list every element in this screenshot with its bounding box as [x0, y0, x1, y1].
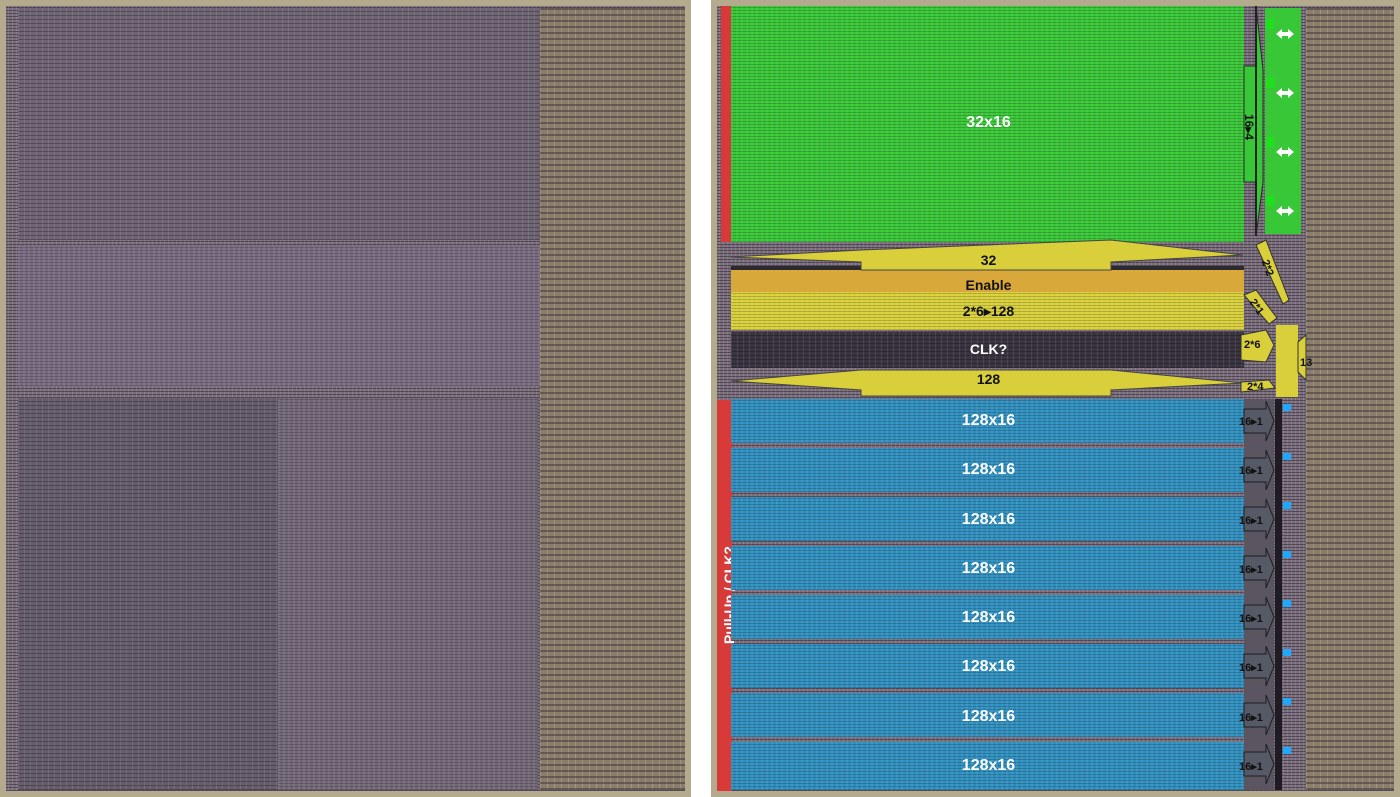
- ram-mux-label: 16▸1: [1239, 515, 1263, 527]
- ram-array-raw-left: [18, 398, 278, 790]
- addr-2x4-arrow: [1240, 379, 1276, 393]
- decoder-label: 2*6▸128: [962, 303, 1015, 319]
- ram-label: 128x16: [961, 511, 1016, 528]
- ram-mux-label: 16▸1: [1239, 465, 1263, 477]
- rom-array-raw: [18, 8, 543, 240]
- logic-column: [1306, 8, 1400, 790]
- ram-block: [731, 595, 1244, 639]
- ram-mux-label: 16▸1: [1239, 662, 1263, 674]
- ram-label: 128x16: [961, 412, 1016, 429]
- logic-column-raw: [540, 8, 685, 790]
- ram-mux-label: 16▸1: [1239, 712, 1263, 724]
- decoder-area-raw: [18, 246, 598, 386]
- rom-io-marker: [1266, 19, 1274, 29]
- bus-128-label: 128: [976, 371, 1001, 387]
- ram-block: [731, 497, 1244, 541]
- bus-32-label: 32: [980, 252, 997, 268]
- die-photo-annotated: Pull-Up / CLK? 32x16 Enable 2*6▸128 CLK?…: [711, 0, 1400, 797]
- addr-2x6-label: 2*6: [1244, 339, 1261, 351]
- addr-2x1-arrow: [1243, 289, 1278, 325]
- bus-128-arrow: [730, 369, 1244, 397]
- ram-label: 128x16: [961, 757, 1016, 774]
- ram-label: 128x16: [961, 609, 1016, 626]
- clk-label: CLK?: [969, 341, 1008, 357]
- enable-label: Enable: [965, 277, 1012, 293]
- rom-io-marker: [1266, 196, 1274, 206]
- annotation-overlay: [730, 5, 1307, 785]
- enable-bar: [731, 270, 1244, 292]
- rom-mux-label: 16▸4: [1242, 113, 1257, 141]
- ram-io-marker: [1283, 404, 1291, 754]
- ram-block: [731, 644, 1244, 688]
- decoder-block: [731, 292, 1244, 330]
- ram-block: [731, 399, 1244, 443]
- ram-label: 128x16: [961, 658, 1016, 675]
- ram-array-raw-right: [278, 398, 538, 790]
- pullup-strip-lower: [716, 400, 732, 792]
- rom-label: 32x16: [966, 114, 1011, 131]
- addr-2x2-arrow: [1255, 239, 1290, 305]
- ram-mux-label: 16▸1: [1239, 564, 1263, 576]
- ram-block: [731, 448, 1244, 492]
- ram-block: [731, 742, 1244, 790]
- addr-2x4-label: 2*4: [1247, 381, 1264, 393]
- ram-mux-label: 16▸1: [1239, 761, 1263, 773]
- addr-2x6-arrow: [1240, 329, 1275, 363]
- ram-block: [731, 546, 1244, 590]
- ram-label: 128x16: [961, 560, 1016, 577]
- die-photo-raw: [0, 0, 691, 797]
- clk-bar: [731, 332, 1244, 368]
- ram-label: 128x16: [961, 708, 1016, 725]
- address-column: [1276, 325, 1298, 397]
- addr-13-arrow: [1297, 333, 1307, 382]
- pullup-strip: [721, 6, 731, 242]
- ram-label: 128x16: [961, 461, 1016, 478]
- rom-block: [731, 6, 1244, 242]
- rom-io-marker: [1266, 137, 1274, 147]
- ram-block: [731, 693, 1244, 737]
- ram-mux-arrows: [1243, 400, 1275, 785]
- ram-mux-label: 16▸1: [1239, 416, 1263, 428]
- rom-io-marker: [1266, 78, 1274, 88]
- bidirectional-arrow-icon: [1276, 29, 1294, 216]
- ram-mux-label: 16▸1: [1239, 613, 1263, 625]
- bus-32-arrow: [730, 239, 1244, 271]
- addr-13-label: 13: [1300, 357, 1313, 369]
- ram-output-bus: [1275, 399, 1282, 790]
